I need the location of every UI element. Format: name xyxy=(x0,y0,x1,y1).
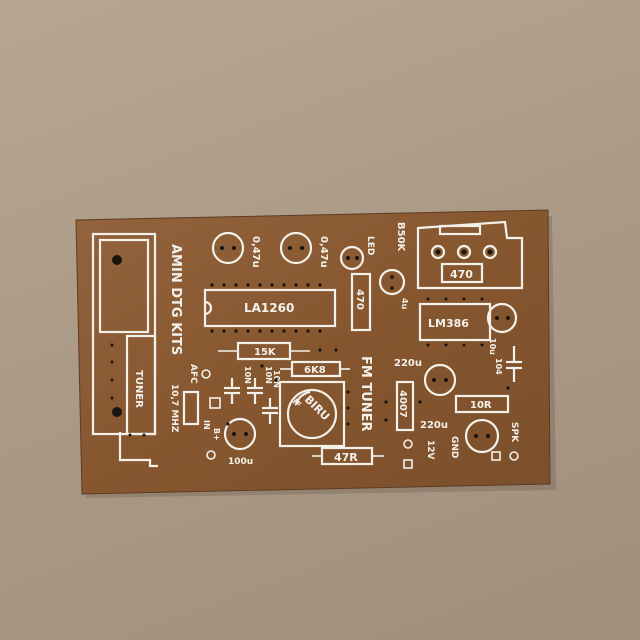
v12-label: 12V xyxy=(425,440,435,460)
if-coil-footprint xyxy=(278,380,346,448)
resistor-10r xyxy=(454,394,510,414)
pot-label: B50K xyxy=(395,222,406,253)
resistor-10r-label: 10R xyxy=(470,400,492,411)
afc-label: AFC xyxy=(188,364,198,384)
cap-047u-1 xyxy=(211,231,245,265)
b-plus-square-pad xyxy=(209,397,221,409)
cap-4u-label: 4u xyxy=(400,298,409,310)
spk-minus-pad xyxy=(491,451,501,461)
cap-104 xyxy=(506,346,522,382)
b-plus-label: B+ xyxy=(212,428,221,441)
in-label: IN xyxy=(202,420,211,430)
cap-100u xyxy=(223,417,257,451)
ic-lm386-label: LM386 xyxy=(428,317,469,330)
freq-label: 10,7 MHZ xyxy=(169,384,179,433)
cap-047u-2-label: 0,47u xyxy=(318,236,329,268)
ic-la1260-label: LA1260 xyxy=(244,301,294,315)
tuner-label: TUNER xyxy=(133,370,144,408)
resistor-470-vertical-label: 470 xyxy=(354,289,365,310)
resistor-6k8-label: 6K8 xyxy=(304,365,326,376)
cap-220u-1 xyxy=(423,363,457,397)
via-holes xyxy=(226,348,510,426)
cap-10u-label: 10u xyxy=(488,338,497,355)
cap-047u-2 xyxy=(279,231,313,265)
cap-10n-1 xyxy=(224,378,240,404)
cap-10n-2-label: 10N xyxy=(264,366,273,384)
pot-resistor-label: 470 xyxy=(450,268,473,281)
cap-220u-2 xyxy=(464,418,500,454)
ceramic-filter-10-7mhz xyxy=(182,390,200,426)
cap-10u xyxy=(486,302,518,334)
spk-pad xyxy=(509,451,519,461)
cap-100u-label: 100u xyxy=(228,457,253,467)
cap-220u-2-label: 220u xyxy=(420,420,448,431)
led-label: LED xyxy=(365,236,375,255)
diode-4007 xyxy=(395,380,415,432)
ic-lm386-footprint xyxy=(418,297,492,347)
tuner-module-outline xyxy=(91,232,158,468)
led-footprint xyxy=(339,245,365,271)
in-pad xyxy=(206,450,216,460)
cap-104-label: 104 xyxy=(494,358,503,375)
resistor-15k-label: 15K xyxy=(254,347,277,358)
cap-10n-2 xyxy=(247,378,263,404)
cap-10n-3 xyxy=(262,398,278,424)
resistor-47r-label: 47R xyxy=(334,451,358,464)
spk-label: SPK xyxy=(509,422,519,443)
potentiometer-footprint xyxy=(416,220,524,290)
resistor-470-vertical xyxy=(350,272,372,332)
cap-220u-1-label: 220u xyxy=(394,358,422,369)
brand-label: AMIN DTG KITS xyxy=(168,244,183,355)
ic-la1260-footprint xyxy=(203,283,337,333)
afc-pad xyxy=(201,369,211,379)
gnd-label: GND xyxy=(449,436,459,458)
cap-047u-1-label: 0,47u xyxy=(250,236,261,268)
board-title: FM TUNER xyxy=(358,356,373,432)
cap-4u xyxy=(378,268,406,296)
cap-10n-1-label: 10N xyxy=(243,366,252,384)
diode-4007-label: 4007 xyxy=(397,390,408,418)
gnd-pad xyxy=(403,459,413,469)
v12-pad xyxy=(403,439,413,449)
